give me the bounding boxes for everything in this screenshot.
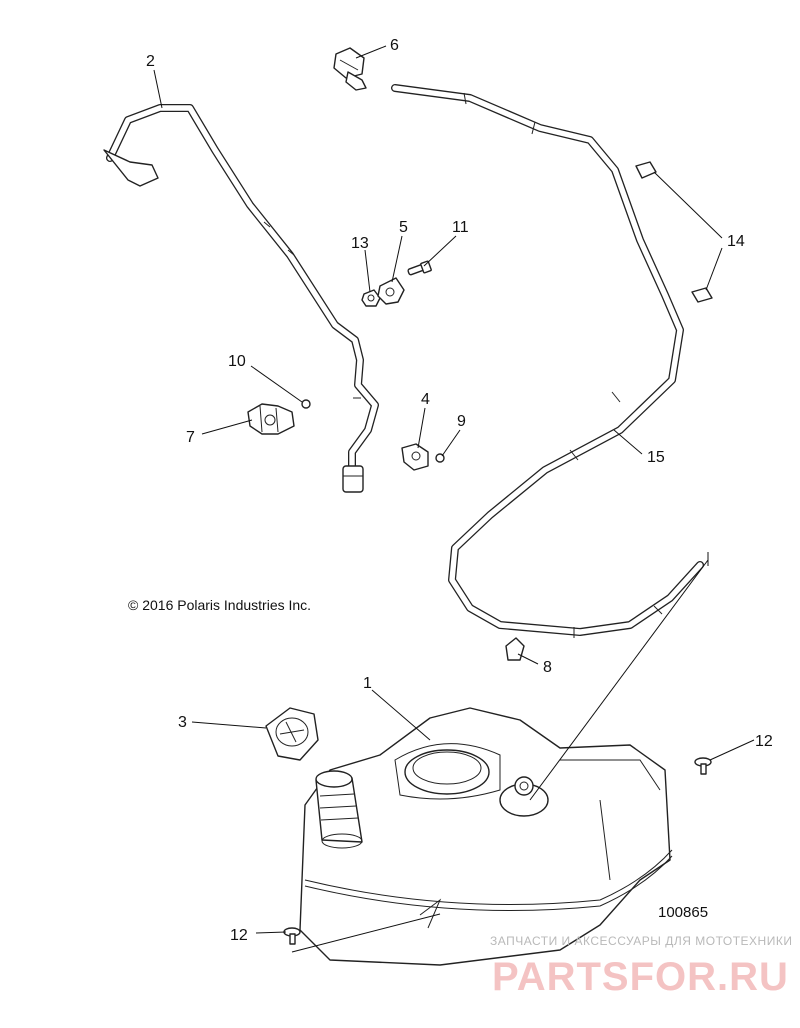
callout-10: 10 [228,353,246,370]
clip-part-8 [505,637,525,661]
watermark-tagline: ЗАПЧАСТИ И АКСЕССУАРЫ ДЛЯ МОТОТЕХНИКИ [490,934,792,948]
callout-3: 3 [178,714,187,731]
fuel-tank-part-1 [299,707,673,966]
callout-9: 9 [457,413,466,430]
callout-12b: 12 [230,927,248,944]
nut-part-13 [361,289,381,307]
clamp-part-4 [401,443,429,471]
clip-part-14-lower [691,287,713,303]
callout-5: 5 [399,219,408,236]
copyright-text: © 2016 Polaris Industries Inc. [128,597,311,613]
callout-labels: 1 2 3 4 5 6 7 8 9 10 11 12 12 13 14 15 [146,37,773,944]
fuel-cap-part-3 [265,707,319,761]
vent-line-part-15 [391,84,704,638]
figure-number: 100865 [658,904,708,921]
bolt-part-11 [407,260,432,276]
callout-7: 7 [186,429,195,446]
callout-6: 6 [390,37,399,54]
callout-14: 14 [727,233,745,250]
clamp-part-5 [377,277,405,305]
callout-13: 13 [351,235,369,252]
connector-part-6 [333,47,367,91]
rivet-part-12-left [283,927,301,945]
fuel-line-part-2 [103,104,379,493]
leader-lines [153,45,755,953]
callout-2: 2 [146,53,155,70]
callout-4: 4 [421,391,430,408]
callout-8: 8 [543,659,552,676]
clip-part-14-upper [635,161,657,179]
callout-12a: 12 [755,733,773,750]
callout-1: 1 [363,675,372,692]
watermark-brand: PARTSFOR.RU [492,955,789,999]
callout-15: 15 [647,449,665,466]
callout-11: 11 [452,219,469,236]
hose-clip-part-7 [247,403,295,435]
fastener-part-10 [301,399,311,409]
rivet-part-12-right [694,757,712,775]
